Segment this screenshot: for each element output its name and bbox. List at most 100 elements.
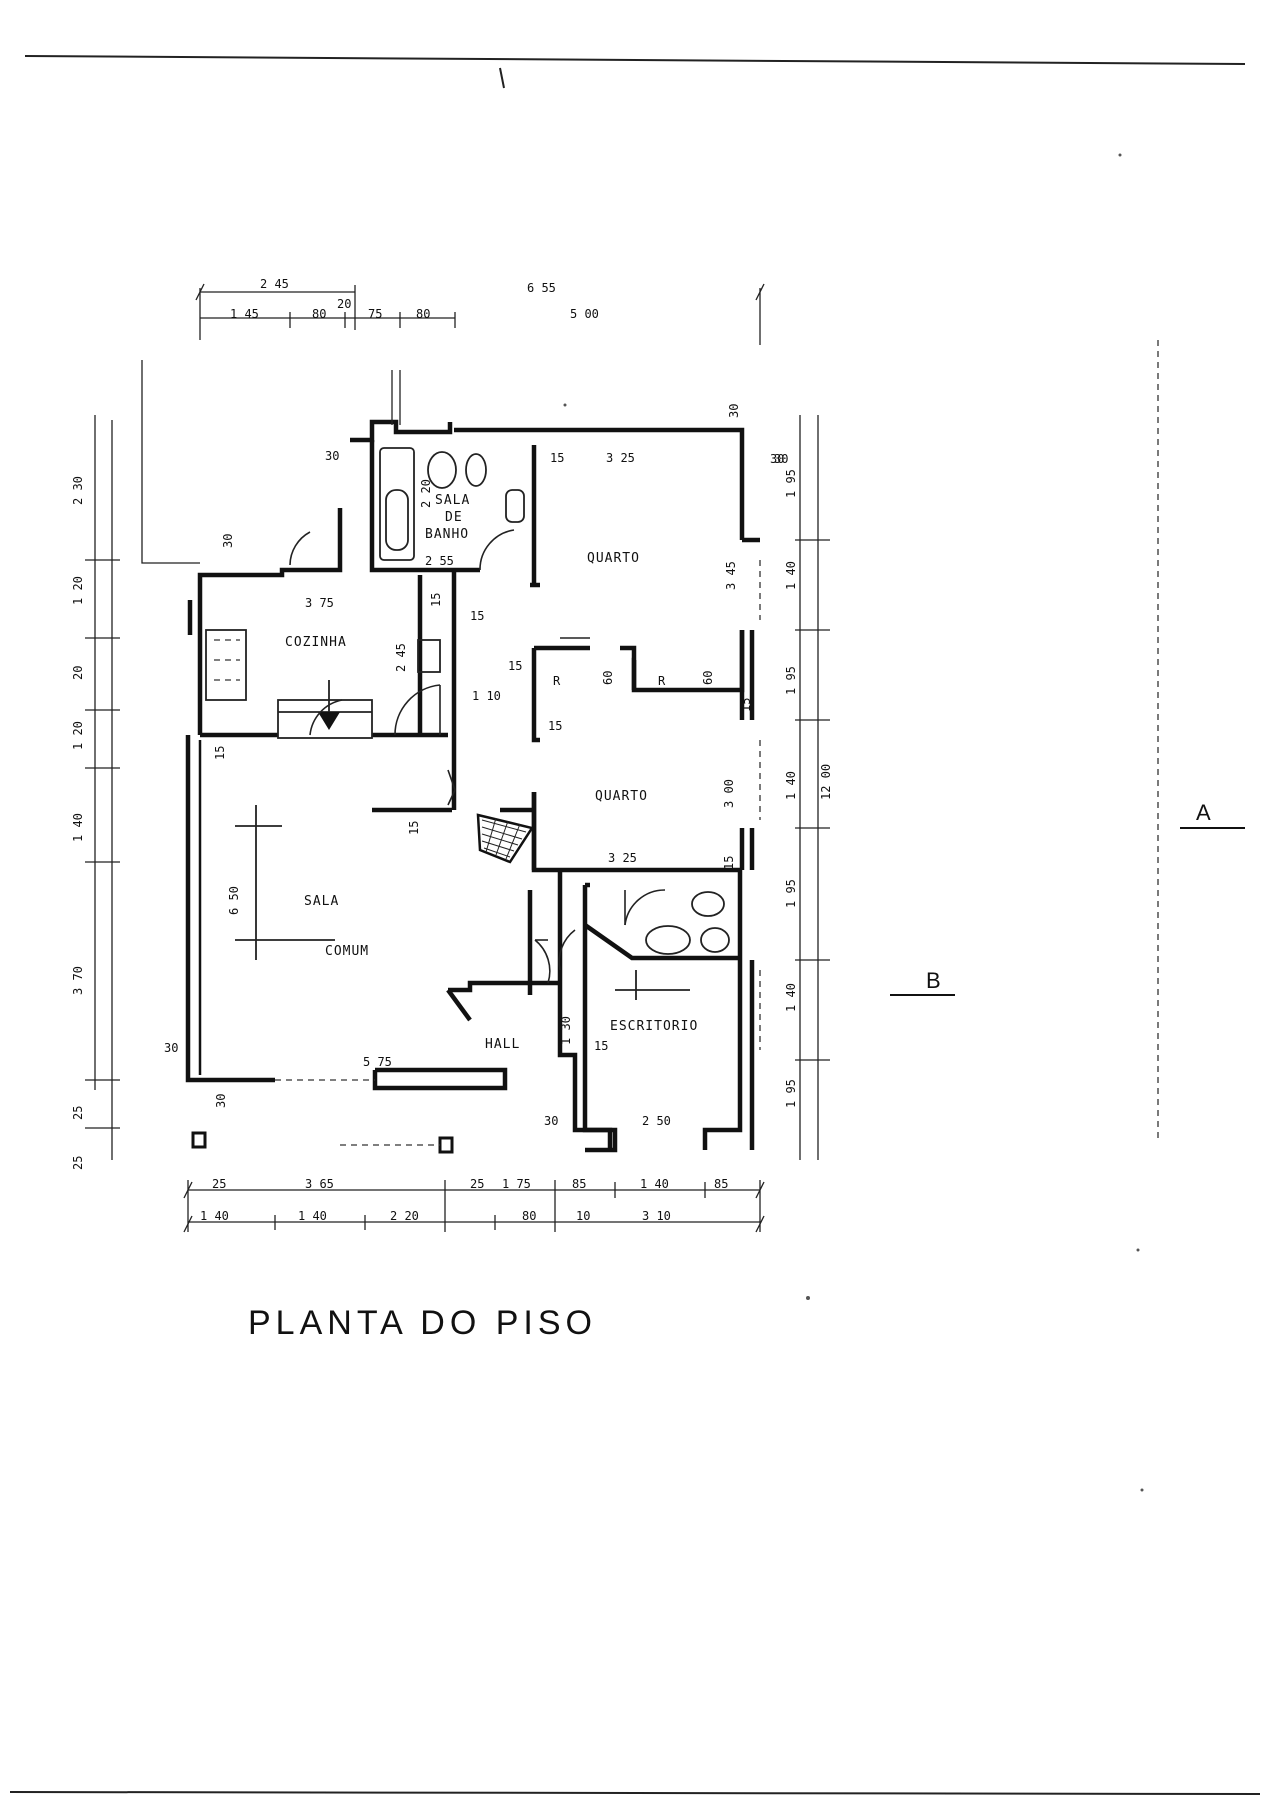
dim-right-9: 1 95 — [784, 1079, 798, 1108]
dim-left-7: 25 — [71, 1156, 85, 1170]
dim-top-0: 2 45 — [260, 277, 289, 291]
dim-left-5: 3 70 — [71, 966, 85, 995]
dim-inner-13: 60 — [601, 671, 615, 685]
right-dimension-labels: 30 30 1 95 1 40 1 95 1 40 12 00 1 95 1 4… — [727, 404, 833, 1108]
dim-inner-2: 3 75 — [305, 596, 334, 610]
dim-bottom1-5: 1 40 — [640, 1177, 669, 1191]
room-labels: SALA DE BANHO QUARTO COZINHA QUARTO SALA… — [285, 493, 698, 1052]
dim-inner-12: R — [553, 674, 561, 688]
dim-right-8: 1 40 — [784, 983, 798, 1012]
dim-bottom2-1: 1 40 — [298, 1209, 327, 1223]
dim-left-4: 1 40 — [71, 813, 85, 842]
dim-inner-1: 30 — [221, 534, 235, 548]
dim-left-1: 1 20 — [71, 576, 85, 605]
dim-inner-3: 15 — [429, 593, 443, 607]
doors — [289, 531, 590, 984]
dim-top-4: 75 — [368, 307, 382, 321]
dim-top-2: 80 — [312, 307, 326, 321]
dim-inner-24: 1 30 — [559, 1016, 573, 1045]
top-border-rule — [24, 55, 1246, 65]
dim-bottom1-3: 1 75 — [502, 1177, 531, 1191]
dim-left-3: 1 20 — [71, 721, 85, 750]
room-label-sala-banho: SALA — [435, 493, 470, 508]
exterior-lines — [141, 360, 401, 564]
bathroom-fixtures — [379, 447, 730, 955]
dim-bottom1-4: 85 — [572, 1177, 586, 1191]
drawing-title: PLANTA DO PISO — [248, 1304, 597, 1342]
bottom-border-rule — [9, 1791, 1261, 1795]
bottom-dimension-labels: 25 3 65 25 1 75 85 1 40 85 1 40 1 40 2 2… — [200, 1177, 728, 1223]
dim-left-0: 2 30 — [71, 476, 85, 505]
dim-right-6: 12 00 — [819, 764, 833, 800]
scan-specks — [563, 153, 1144, 1492]
columns — [191, 1079, 454, 1154]
dim-inner-8: 3 25 — [606, 451, 635, 465]
dim-bottom1-2: 25 — [470, 1177, 484, 1191]
dim-inner-11: 3 45 — [724, 561, 738, 590]
dim-inner-23: 15 — [407, 821, 421, 835]
dim-inner-0: 30 — [325, 449, 339, 463]
dim-inner-32: 2 55 — [425, 554, 454, 568]
dim-inner-26: 30 — [164, 1041, 178, 1055]
dim-top-5: 80 — [416, 307, 430, 321]
dim-inner-21: 15 — [213, 746, 227, 760]
section-markers: A B — [890, 800, 1245, 996]
dim-right-2: 1 95 — [784, 469, 798, 498]
dim-inner-7: 1 10 — [472, 689, 501, 703]
dim-bottom1-1: 3 65 — [305, 1177, 334, 1191]
left-dimension-labels: 2 30 1 20 20 1 20 1 40 3 70 25 25 — [71, 476, 85, 1170]
dim-left-6: 25 — [71, 1106, 85, 1120]
room-label-sala-banho-de: DE — [445, 510, 463, 525]
dim-bottom2-0: 1 40 — [200, 1209, 229, 1223]
kitchen-fixtures — [205, 629, 441, 739]
dim-inner-10: 30 — [770, 452, 784, 466]
dim-inner-19: 3 25 — [608, 851, 637, 865]
dim-inner-18: 3 00 — [722, 779, 736, 808]
dim-right-4: 1 95 — [784, 666, 798, 695]
dim-bottom1-6: 85 — [714, 1177, 728, 1191]
dim-inner-22: 6 50 — [227, 886, 241, 915]
top-dimension-labels: 2 45 1 45 80 20 75 80 6 55 5 00 — [230, 277, 599, 321]
dim-right-3: 1 40 — [784, 561, 798, 590]
dim-top-3: 20 — [337, 297, 351, 311]
room-label-escritorio: ESCRITORIO — [610, 1019, 698, 1034]
dim-inner-20: 15 — [722, 856, 736, 870]
dim-bottom2-3: 80 — [522, 1209, 536, 1223]
dim-right-5: 1 40 — [784, 771, 798, 800]
room-label-quarto-2: QUARTO — [595, 789, 648, 804]
dim-inner-9: 15 — [550, 451, 564, 465]
furniture-guides — [235, 805, 690, 1000]
room-label-sala-comum-2: COMUM — [325, 944, 369, 959]
dim-top-7: 5 00 — [570, 307, 599, 321]
dim-inner-29: 30 — [544, 1114, 558, 1128]
section-label-a: A — [1196, 800, 1211, 825]
dim-right-1: 30 — [774, 452, 788, 466]
dim-inner-6: 15 — [508, 659, 522, 673]
dim-inner-14: R — [658, 674, 666, 688]
room-label-sala-banho-banho: BANHO — [425, 527, 469, 542]
dim-inner-25: 15 — [594, 1039, 608, 1053]
dim-inner-27: 5 75 — [363, 1055, 392, 1069]
dim-bottom2-4: 10 — [576, 1209, 590, 1223]
room-label-cozinha: COZINHA — [285, 635, 347, 650]
dim-top-6: 6 55 — [527, 281, 556, 295]
dim-inner-17: 15 — [739, 698, 753, 712]
room-label-sala-comum-1: SALA — [304, 894, 339, 909]
dim-inner-31: 2 20 — [419, 479, 433, 508]
dim-inner-30: 2 50 — [642, 1114, 671, 1128]
dim-right-7: 1 95 — [784, 879, 798, 908]
section-label-b: B — [926, 968, 941, 993]
walls — [185, 419, 760, 1153]
dim-bottom2-5: 3 10 — [642, 1209, 671, 1223]
dim-top-1: 1 45 — [230, 307, 259, 321]
dim-inner-15: 60 — [701, 671, 715, 685]
dim-left-2: 20 — [71, 666, 85, 680]
dim-inner-5: 2 45 — [394, 643, 408, 672]
room-label-hall: HALL — [485, 1037, 520, 1052]
dim-inner-16: 15 — [548, 719, 562, 733]
dim-bottom1-0: 25 — [212, 1177, 226, 1191]
inner-dimension-labels: 30 30 3 75 15 15 2 45 15 1 10 3 25 15 30… — [164, 449, 784, 1128]
dimension-lines — [85, 283, 830, 1233]
dim-bottom2-2: 2 20 — [390, 1209, 419, 1223]
